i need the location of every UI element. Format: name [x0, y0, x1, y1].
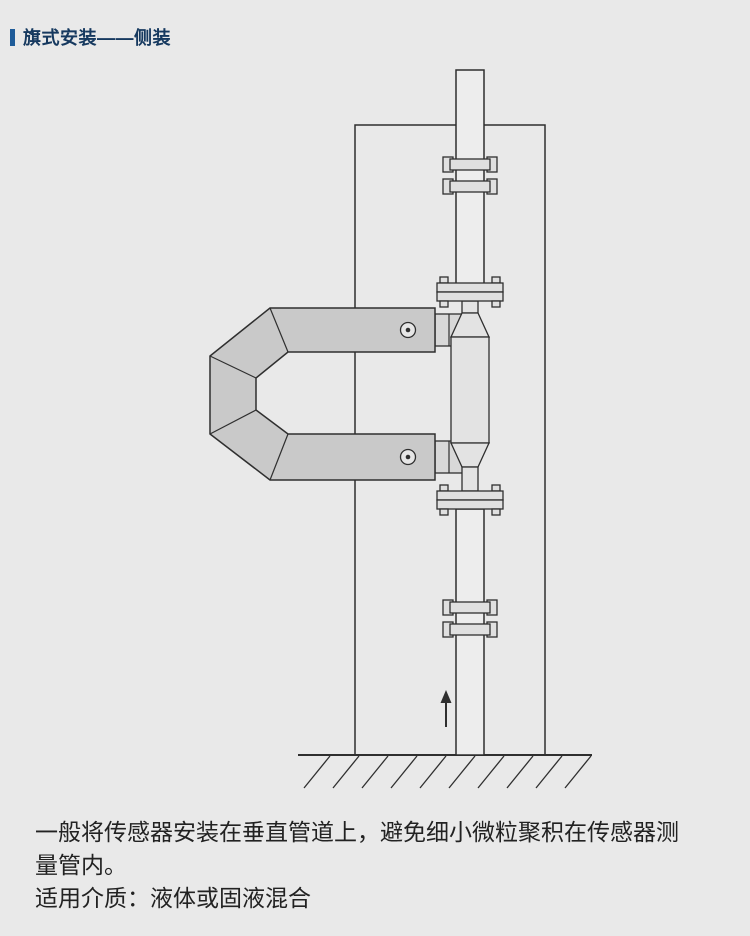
pipe-coupling-lower [442, 599, 498, 638]
section-title: 旗式安装——侧装 [23, 28, 171, 48]
ground-hatching [303, 755, 592, 789]
flow-direction-arrow-icon [440, 690, 452, 727]
pipe-coupling-upper [442, 156, 498, 195]
u-tube-seam [209, 409, 257, 435]
section-header: 旗式安装——侧装 [10, 24, 171, 50]
header-accent-bar-icon [10, 28, 15, 46]
description-paragraph: 一般将传感器安装在垂直管道上，避免细小微粒聚积在传感器测量管内。 [35, 819, 679, 878]
flange-upper [436, 276, 504, 308]
measuring-tube [449, 300, 491, 492]
sensor-bolt-upper-dot [405, 327, 411, 333]
description-text: 一般将传感器安装在垂直管道上，避免细小微粒聚积在传感器测量管内。 适用介质：液体… [35, 816, 680, 915]
u-tube-seam [269, 307, 289, 353]
flange-lower [436, 484, 504, 516]
u-tube-seam [269, 433, 289, 481]
u-tube-seam [209, 355, 257, 379]
sensor-bolt-lower-dot [405, 454, 411, 460]
sensor-u-tube [209, 307, 436, 481]
media-line: 适用介质：液体或固液混合 [35, 885, 311, 911]
pipe-upper-section [455, 69, 485, 286]
